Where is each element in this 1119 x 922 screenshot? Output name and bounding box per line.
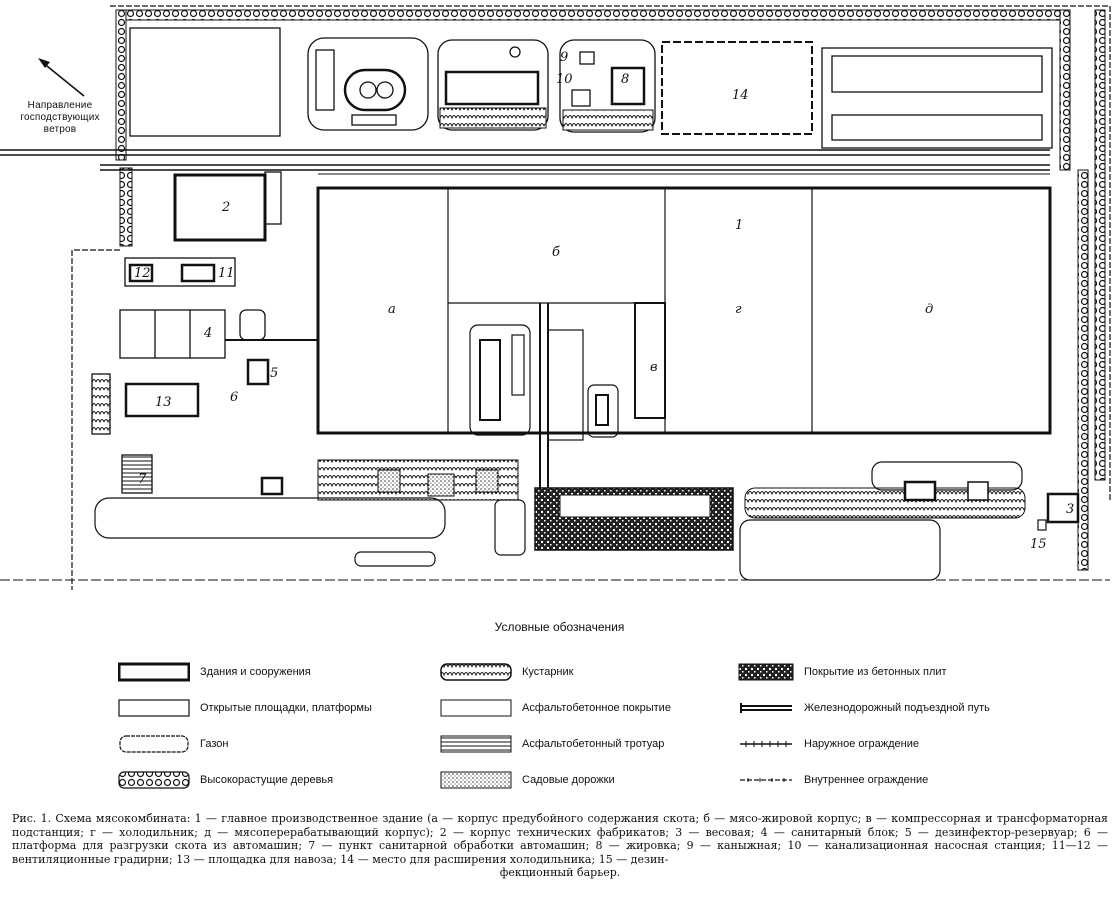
legend-label: Садовые дорожки xyxy=(522,774,615,786)
number-4: 4 xyxy=(204,326,213,341)
legend-railway-icon xyxy=(740,703,792,713)
number-6: 6 xyxy=(230,390,239,405)
railway xyxy=(0,149,1050,175)
legend-item-inner-fence: Внутреннее ограждение xyxy=(738,769,928,791)
number-12: 12 xyxy=(134,266,151,281)
legend-label: Кустарник xyxy=(522,666,574,678)
legend-label: Покрытие из бетонных плит xyxy=(804,666,947,678)
caption-text: Рис. 1. Схема мясокомбината: 1 — главное… xyxy=(12,812,1108,866)
number-13: 13 xyxy=(155,395,172,410)
site-plan xyxy=(0,5,1111,590)
legend-item-sidewalk: Асфальтобетонный тротуар xyxy=(440,733,664,755)
outer-tree-belt xyxy=(115,9,1106,571)
legend-label: Асфальтобетонное покрытие xyxy=(522,702,671,714)
wind-arrow-icon xyxy=(38,58,85,97)
label-a: а xyxy=(388,302,396,317)
west-zone xyxy=(91,171,318,496)
legend-item-trees: Высокорастущие деревья xyxy=(118,769,333,791)
legend-label: Асфальтобетонный тротуар xyxy=(522,738,665,750)
main-building xyxy=(316,186,1052,490)
legend-item-lawn: Газон xyxy=(118,733,228,755)
legend-inner-fence-icon xyxy=(740,778,792,782)
legend-item-building: Здания и сооружения xyxy=(118,661,311,683)
figure-caption: Рис. 1. Схема мясокомбината: 1 — главное… xyxy=(12,812,1108,880)
legend-label: Наружное ограждение xyxy=(804,738,920,750)
wind-line-2: господствующих xyxy=(20,112,100,123)
legend-item-asphalt: Асфальтобетонное покрытие xyxy=(440,697,671,719)
legend-sidewalk-icon xyxy=(440,735,512,753)
label-d: д xyxy=(925,302,934,317)
legend-outer-fence-icon xyxy=(740,741,792,747)
legend-item-outer-fence: Наружное ограждение xyxy=(738,733,919,755)
number-7: 7 xyxy=(138,472,147,487)
outer-fence xyxy=(71,5,1111,590)
wind-direction-label: Направление господствующих ветров xyxy=(10,100,110,136)
legend-label: Здания и сооружения xyxy=(200,666,311,678)
number-11: 11 xyxy=(218,266,235,281)
number-1: 1 xyxy=(735,218,744,233)
wind-line-1: Направление xyxy=(27,100,93,111)
legend-title: Условные обозначения xyxy=(494,620,625,634)
legend-shrub-icon xyxy=(440,663,512,681)
number-10: 10 xyxy=(556,72,573,87)
legend-item-open: Открытые площадки, платформы xyxy=(118,697,372,719)
number-14: 14 xyxy=(732,88,749,103)
number-2: 2 xyxy=(222,200,231,215)
legend-item-concrete: Покрытие из бетонных плит xyxy=(738,661,947,683)
legend-building-icon xyxy=(118,662,190,682)
legend-concrete-icon xyxy=(738,663,794,681)
wind-line-3: ветров xyxy=(43,124,77,135)
legend-asphalt-icon xyxy=(440,699,512,717)
legend-item-railway: Железнодорожный подъездной путь xyxy=(738,697,990,719)
label-b: б xyxy=(552,245,560,260)
legend-item-shrub: Кустарник xyxy=(440,661,573,683)
number-15: 15 xyxy=(1030,537,1047,552)
legend-garden-path-icon xyxy=(440,771,512,789)
legend-trees-icon xyxy=(118,771,190,789)
legend-label: Железнодорожный подъездной путь xyxy=(804,702,990,714)
south-zone xyxy=(0,459,1110,581)
legend-label: Газон xyxy=(200,738,229,750)
legend-label: Высокорастущие деревья xyxy=(200,774,334,786)
number-3: 3 xyxy=(1066,502,1075,517)
north-shrubs xyxy=(439,107,654,131)
number-9: 9 xyxy=(560,50,569,65)
legend-item-garden-path: Садовые дорожки xyxy=(440,769,615,791)
north-zone xyxy=(129,27,1053,149)
number-5: 5 xyxy=(270,366,279,381)
legend-label: Внутреннее ограждение xyxy=(804,774,929,786)
legend-open-icon xyxy=(118,699,190,717)
label-g: г xyxy=(735,302,742,317)
caption-last-line: фекционный барьер. xyxy=(499,866,621,879)
legend-label: Открытые площадки, платформы xyxy=(200,702,372,714)
legend-lawn-icon xyxy=(119,735,189,753)
number-8: 8 xyxy=(621,72,630,87)
label-v: в xyxy=(650,360,658,375)
